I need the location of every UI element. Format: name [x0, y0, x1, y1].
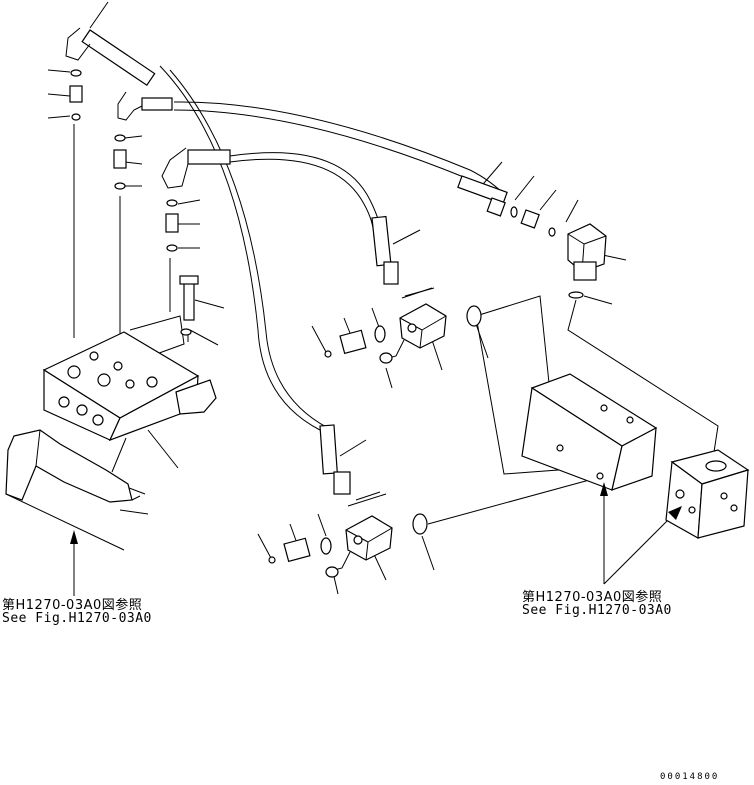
valve-block-main	[42, 331, 217, 442]
fittings	[69, 69, 584, 336]
cube-block	[665, 449, 750, 539]
ref-left-en: See Fig.H1270-03A0	[2, 611, 152, 626]
drawing-code: 00014800	[660, 772, 720, 782]
reference-arrows	[70, 482, 682, 596]
leader-lines	[47, 1, 627, 595]
valve-cluster-upper	[324, 303, 482, 364]
ref-right-jp: 第H1270-03A0図参照	[522, 590, 663, 605]
ref-left-jp: 第H1270-03A0図参照	[2, 598, 143, 613]
valve-cluster-lower	[268, 513, 428, 578]
hose-upper-right	[117, 91, 508, 205]
assembly-lines	[73, 124, 719, 585]
hose-lower	[319, 424, 381, 501]
bracket-left	[5, 429, 141, 551]
manifold-block-right	[521, 373, 658, 491]
hose-main-long	[65, 27, 329, 431]
ref-right-en: See Fig.H1270-03A0	[522, 603, 672, 618]
hose-middle	[161, 147, 399, 285]
solenoid-valve	[567, 223, 607, 281]
